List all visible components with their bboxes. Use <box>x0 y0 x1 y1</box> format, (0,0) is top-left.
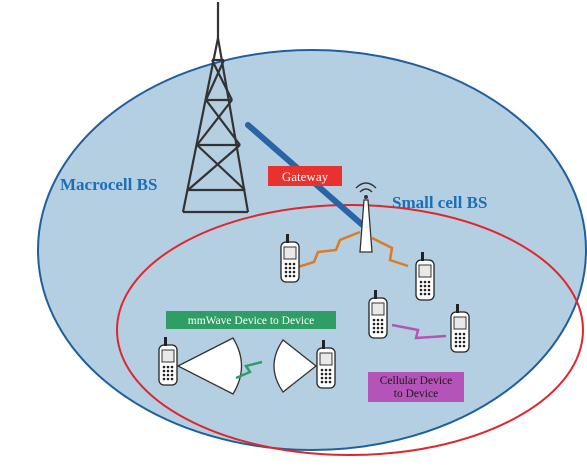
macrocell-bs-label: Macrocell BS <box>60 175 157 194</box>
cellular-d2d-link <box>391 323 447 340</box>
mmwave-d2d-label: mmWave Device to Device <box>166 311 336 329</box>
small-cell-antenna-icon <box>355 182 377 253</box>
bs-to-phone-link-left <box>294 230 361 270</box>
tower-icon <box>181 2 250 214</box>
small-cell-bs-label: Small cell BS <box>392 193 487 212</box>
small-cell-coverage <box>116 204 584 456</box>
macrocell-coverage <box>37 49 587 451</box>
cellular-d2d-text-line2: to Device <box>394 388 438 400</box>
mmwave-d2d-link <box>235 360 263 380</box>
cellular-d2d-text-line1: Cellular Device <box>380 375 452 387</box>
mmwave-d2d-text: mmWave Device to Device <box>188 315 314 327</box>
directional-beam-icon <box>273 339 318 393</box>
gateway-text: Gateway <box>282 169 329 184</box>
directional-beam-icon <box>176 337 243 395</box>
bs-to-phone-link-right <box>371 236 409 268</box>
cellular-d2d-label: Cellular Device to Device <box>368 372 464 402</box>
gateway-label: Gateway <box>268 166 342 186</box>
